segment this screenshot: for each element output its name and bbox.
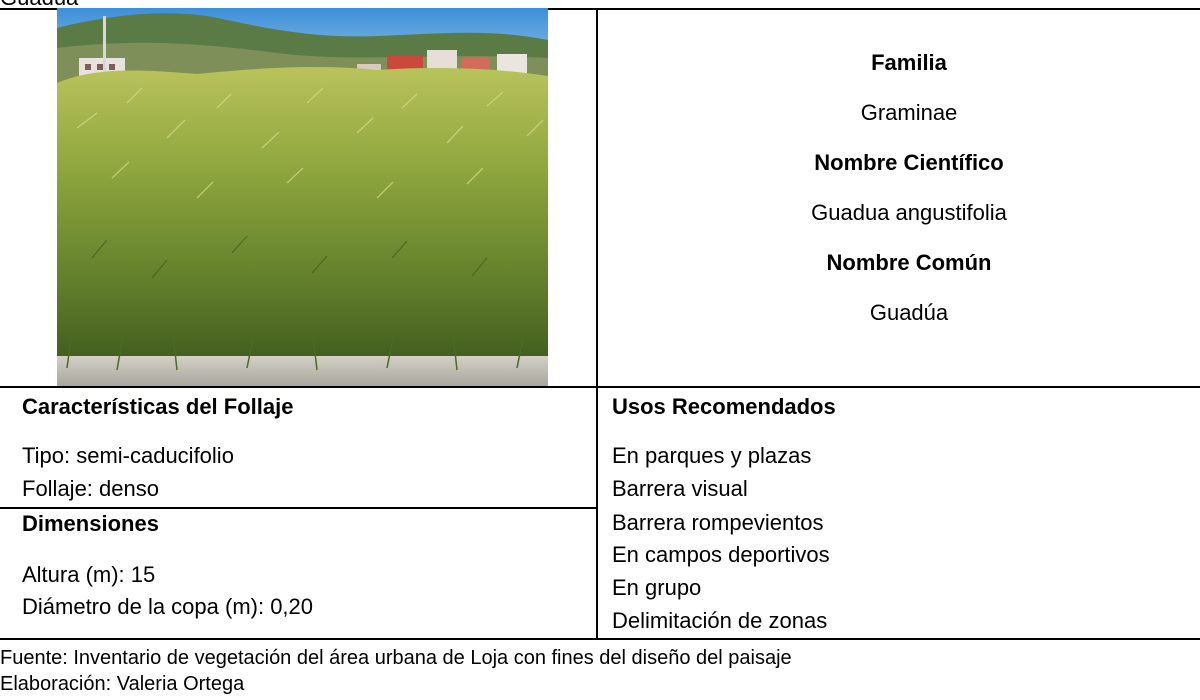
family-label: Familia <box>871 50 947 75</box>
dimension-height: Altura (m): 15 <box>22 562 156 587</box>
foliage-type: Tipo: semi-caducifolio <box>22 443 234 468</box>
foliage-heading: Características del Follaje <box>22 394 294 419</box>
clipped-page-title: Guadúa <box>0 0 78 9</box>
bamboo-photo-illustration <box>57 8 548 386</box>
taxonomy-panel: Familia Graminae Nombre Científico Guadu… <box>598 8 1200 386</box>
dimensions-heading: Dimensiones <box>22 511 159 536</box>
credit-note: Elaboración: Valeria Ortega <box>0 673 245 695</box>
family-value: Graminae <box>860 100 958 125</box>
source-note: Fuente: Inventario de vegetación del áre… <box>0 647 792 669</box>
bamboo-photo <box>57 8 548 386</box>
table-top-border <box>0 8 1200 10</box>
uses-heading: Usos Recomendados <box>612 394 836 419</box>
use-item: En campos deportivos <box>612 542 830 567</box>
use-item: Delimitación de zonas <box>612 608 828 633</box>
scientific-name-value: Guadua angustifolia <box>811 200 1007 225</box>
scientific-name-label: Nombre Científico <box>814 150 1004 175</box>
common-name-value: Guadúa <box>869 300 949 325</box>
use-item: En grupo <box>612 575 702 600</box>
table-row-divider <box>0 386 1200 388</box>
use-item: Barrera visual <box>612 476 748 501</box>
table-center-divider <box>596 8 598 638</box>
use-item: Barrera rompevientos <box>612 510 824 535</box>
common-name-label: Nombre Común <box>826 250 992 275</box>
table-bottom-border <box>0 638 1200 640</box>
foliage-density: Follaje: denso <box>22 476 159 501</box>
use-item: En parques y plazas <box>612 443 812 468</box>
dimension-crown-diameter: Diámetro de la copa (m): 0,20 <box>22 594 314 619</box>
left-cell-divider <box>0 507 596 509</box>
